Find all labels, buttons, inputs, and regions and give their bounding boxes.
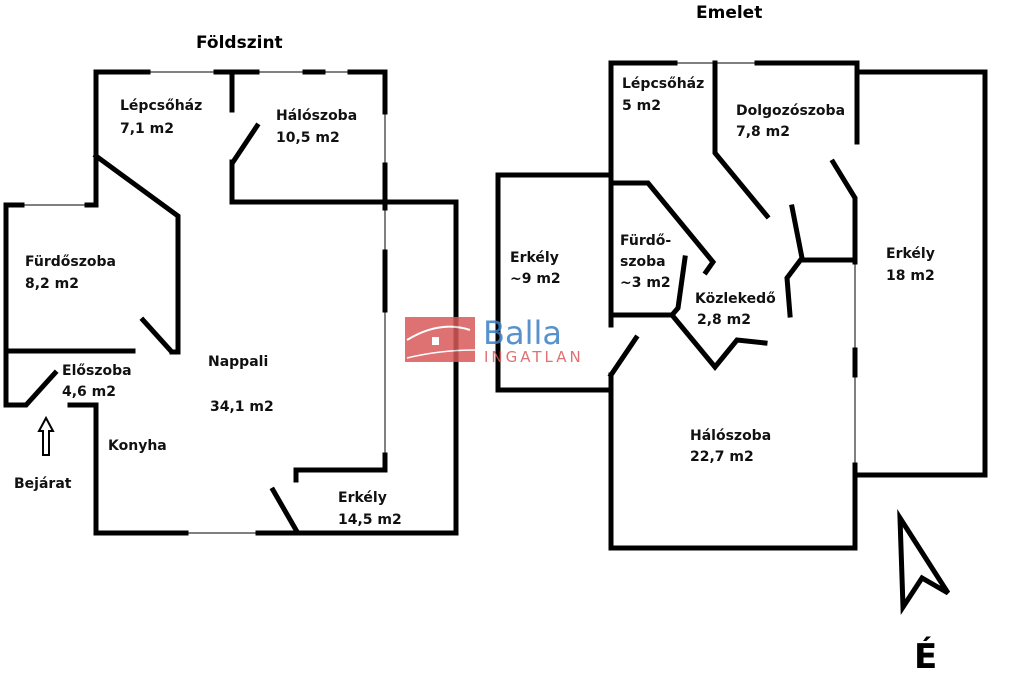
room-name: Lépcsőház [120, 98, 202, 114]
upper-floor-title: Emelet [696, 3, 762, 23]
room-area: 34,1 m2 [210, 399, 274, 415]
upper-floor-walls [495, 60, 988, 551]
room-name: Közlekedő [695, 291, 776, 307]
house-logo-icon [405, 317, 475, 362]
room-area: 7,8 m2 [736, 124, 790, 140]
room-name: Előszoba [62, 363, 132, 379]
watermark-logo: Balla INGATLAN [405, 314, 584, 366]
room-name: Hálószoba [690, 428, 771, 444]
room-name: Fürdő- [620, 233, 671, 249]
room-name: Erkély [338, 490, 387, 506]
upper-floor-labels: Lépcsőház 5 m2 Dolgozószoba 7,8 m2 Erkél… [510, 76, 935, 465]
room-area: 8,2 m2 [25, 276, 79, 292]
room-area: 4,6 m2 [62, 384, 116, 400]
watermark-sub: INGATLAN [484, 348, 584, 366]
room-area: ~3 m2 [620, 275, 671, 291]
room-name: Konyha [108, 438, 167, 454]
room-name: Hálószoba [276, 108, 357, 124]
room-area: 2,8 m2 [697, 312, 751, 328]
room-area: 14,5 m2 [338, 512, 402, 528]
room-name: Fürdőszoba [25, 254, 116, 270]
room-area: ~9 m2 [510, 271, 561, 287]
room-name: Nappali [208, 354, 268, 370]
room-area: 18 m2 [886, 268, 935, 284]
room-name: szoba [620, 254, 666, 270]
north-arrow-icon [897, 508, 951, 615]
north-label: É [914, 636, 937, 677]
ground-floor-walls [3, 69, 459, 536]
room-area: 5 m2 [622, 98, 661, 114]
room-name: Lépcsőház [622, 76, 704, 92]
room-name: Dolgozószoba [736, 103, 845, 119]
room-area: 22,7 m2 [690, 449, 754, 465]
ground-floor-title: Földszint [196, 33, 283, 53]
room-name: Erkély [510, 250, 559, 266]
room-name: Erkély [886, 246, 935, 262]
room-area: 7,1 m2 [120, 121, 174, 137]
entrance-arrow-icon [37, 415, 55, 456]
entrance-label: Bejárat [14, 476, 72, 492]
room-area: 10,5 m2 [276, 130, 340, 146]
watermark-brand: Balla [483, 314, 562, 352]
ground-floor-labels: Lépcsőház 7,1 m2 Hálószoba 10,5 m2 Fürdő… [14, 98, 402, 528]
